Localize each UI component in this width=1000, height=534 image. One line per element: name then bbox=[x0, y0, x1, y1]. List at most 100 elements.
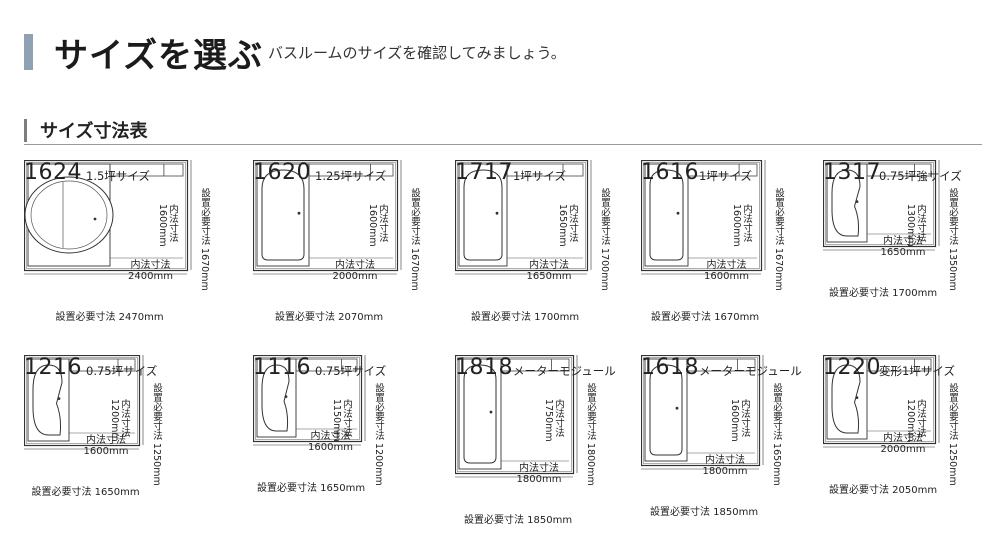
inner-height-caption: 内法寸法 bbox=[567, 204, 578, 242]
required-height: 設置必要寸法 1670mm bbox=[773, 188, 784, 291]
inner-wall bbox=[255, 162, 396, 269]
inner-height-value: 1750mm bbox=[543, 399, 554, 442]
size-label: 1.25坪サイズ bbox=[315, 169, 387, 183]
required-width: 設置必要寸法 1850mm bbox=[464, 515, 573, 526]
inner-height-value: 1650mm bbox=[557, 204, 568, 247]
bathtub bbox=[831, 169, 861, 237]
inner-height-caption: 内法寸法 bbox=[915, 204, 926, 242]
tub-drain bbox=[57, 397, 61, 400]
inner-width-value: 1800mm bbox=[516, 474, 562, 485]
inner-width-caption: 内法寸法 bbox=[705, 455, 745, 466]
tub-drain bbox=[675, 406, 679, 410]
page-title: サイズを選ぶ bbox=[54, 36, 263, 76]
required-width: 設置必要寸法 1700mm bbox=[829, 288, 938, 299]
required-height: 設置必要寸法 1800mm bbox=[585, 383, 596, 486]
required-width: 設置必要寸法 1650mm bbox=[257, 483, 366, 494]
floor-plan bbox=[252, 354, 366, 446]
bathtub bbox=[463, 364, 497, 464]
inner-height-value: 1600mm bbox=[157, 204, 168, 247]
required-height: 設置必要寸法 1650mm bbox=[771, 383, 782, 486]
size-label: 1坪サイズ bbox=[699, 169, 752, 183]
inner-width-caption: 内法寸法 bbox=[706, 260, 747, 271]
wall-shelf bbox=[500, 358, 570, 372]
required-width: 設置必要寸法 1670mm bbox=[651, 312, 760, 323]
inner-wall bbox=[457, 357, 572, 472]
size-code: 1216 bbox=[24, 355, 82, 380]
inner-width-caption: 内法寸法 bbox=[86, 435, 126, 446]
size-label: メーターモジュール bbox=[513, 364, 616, 378]
size-label: 1.5坪サイズ bbox=[86, 169, 150, 183]
required-width: 設置必要寸法 2050mm bbox=[829, 485, 938, 496]
wall-shelf bbox=[308, 163, 394, 177]
size-label: 0.75坪サイズ bbox=[315, 364, 387, 378]
inner-height-caption: 内法寸法 bbox=[739, 399, 750, 437]
inner-height-value: 1600mm bbox=[729, 399, 740, 442]
floor-plan bbox=[23, 159, 192, 275]
inner-width-value: 2400mm bbox=[128, 271, 173, 282]
inner-height-value: 1200mm bbox=[109, 399, 120, 442]
inner-width-caption: 内法寸法 bbox=[529, 260, 569, 271]
wall-shelf bbox=[687, 163, 758, 177]
tub-drain bbox=[284, 395, 288, 399]
inner-width-caption: 内法寸法 bbox=[883, 236, 923, 247]
inner-width-value: 1600mm bbox=[83, 446, 129, 457]
header-accent-bar bbox=[24, 34, 33, 70]
required-height: 設置必要寸法 1250mm bbox=[947, 383, 958, 486]
bathtub bbox=[261, 169, 305, 261]
size-code: 1116 bbox=[253, 355, 311, 380]
size-code: 1717 bbox=[455, 160, 513, 185]
required-height: 設置必要寸法 1350mm bbox=[947, 188, 958, 291]
inner-wall bbox=[26, 357, 138, 444]
inner-width-value: 1800mm bbox=[702, 466, 748, 477]
inner-height-value: 1600mm bbox=[731, 204, 742, 247]
inner-height-caption: 内法寸法 bbox=[341, 399, 352, 437]
inner-height-caption: 内法寸法 bbox=[741, 204, 752, 242]
inner-width-value: 1600mm bbox=[704, 271, 749, 282]
tub-drain bbox=[297, 211, 301, 215]
required-width: 設置必要寸法 2470mm bbox=[55, 312, 164, 323]
size-code: 1220 bbox=[823, 355, 881, 380]
section-accent-bar bbox=[24, 119, 27, 142]
bathtub bbox=[649, 169, 684, 261]
size-label: 0.75坪強サイズ bbox=[879, 169, 962, 183]
tub-drain bbox=[676, 211, 680, 215]
tub-drain bbox=[855, 396, 859, 400]
inner-height-value: 1150mm bbox=[331, 399, 342, 442]
wall-shelf bbox=[866, 358, 932, 372]
inner-wall bbox=[825, 162, 934, 245]
inner-height-value: 1200mm bbox=[905, 399, 916, 442]
bathtub bbox=[831, 364, 861, 434]
inner-width-caption: 内法寸法 bbox=[883, 433, 923, 444]
inner-wall bbox=[643, 162, 760, 269]
page-subtitle: バスルームのサイズを確認してみましょう。 bbox=[268, 44, 566, 62]
wall-shelf bbox=[686, 358, 756, 372]
floor-plan bbox=[640, 354, 764, 470]
required-width: 設置必要寸法 1850mm bbox=[650, 507, 759, 518]
required-width: 設置必要寸法 1650mm bbox=[31, 487, 140, 498]
inner-height-caption: 内法寸法 bbox=[553, 399, 564, 437]
inner-wall bbox=[643, 357, 758, 464]
required-width: 設置必要寸法 2070mm bbox=[275, 312, 384, 323]
round-tub-inner bbox=[30, 180, 108, 250]
size-code: 1818 bbox=[455, 355, 513, 380]
inner-wall bbox=[457, 162, 586, 269]
